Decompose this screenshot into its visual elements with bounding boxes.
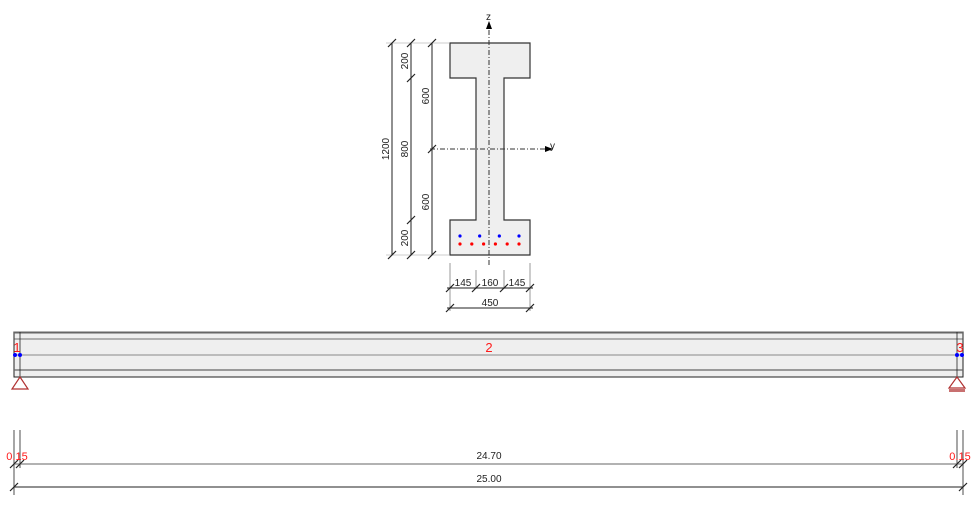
rebar-bottom (493, 242, 497, 246)
rebar-bottom (505, 242, 509, 246)
z-axis-label: z (486, 12, 491, 23)
dimension-tick (958, 459, 968, 469)
member-label-2: 2 (485, 340, 492, 355)
dimension-tick (471, 283, 481, 293)
dimension-tick (445, 303, 455, 313)
beam-elevation: 1 2 3 (10, 331, 967, 392)
beam-dimensions (9, 430, 968, 495)
dimension-tick (387, 38, 397, 48)
roller-support-icon[interactable] (947, 375, 967, 392)
horizontal-dimensions (445, 263, 535, 313)
rebars (458, 234, 521, 246)
dimension-tick (952, 459, 962, 469)
dimension-tick (427, 144, 437, 154)
rebar-bottom (517, 242, 521, 246)
node-1[interactable] (13, 353, 22, 357)
dim-span: 24.70 (476, 451, 501, 462)
node-3[interactable] (955, 353, 964, 357)
dim-right-offset: 0.15 (949, 451, 970, 463)
dim-200-top: 200 (400, 52, 411, 69)
dim-145-left: 145 (455, 278, 472, 289)
dimension-tick (427, 250, 437, 260)
dimension-tick (406, 38, 416, 48)
dimension-tick (15, 459, 25, 469)
node-label-3: 3 (956, 340, 963, 355)
dim-1200: 1200 (381, 137, 392, 160)
rebar-top (478, 234, 482, 238)
rebar-top (517, 234, 521, 238)
dim-200-bottom: 200 (400, 229, 411, 246)
dim-left-offset: 0.15 (6, 451, 27, 463)
dimension-tick (406, 73, 416, 83)
dimension-tick (427, 38, 437, 48)
dimension-tick (525, 283, 535, 293)
cross-section: z y 1200 200 800 200 600 600 145 (381, 12, 555, 313)
dimension-tick (958, 482, 968, 492)
dimension-tick (525, 303, 535, 313)
dimension-tick (499, 283, 509, 293)
pinned-support-icon[interactable] (10, 375, 30, 390)
dim-160: 160 (482, 278, 499, 289)
rebar-top (497, 234, 501, 238)
rebar-top (458, 234, 462, 238)
dimension-tick (387, 250, 397, 260)
dim-450: 450 (482, 298, 499, 309)
rebar-bottom (470, 242, 474, 246)
y-axis-label: y (550, 141, 555, 152)
rebar-bottom (458, 242, 462, 246)
dim-total-length: 25.00 (476, 474, 501, 485)
node-label-1: 1 (13, 340, 20, 355)
dimension-tick (406, 215, 416, 225)
dimension-tick (445, 283, 455, 293)
vertical-dimensions (386, 38, 450, 260)
dimension-tick (406, 250, 416, 260)
rebar-bottom (482, 242, 486, 246)
dim-800: 800 (400, 140, 411, 157)
dim-145-right: 145 (509, 278, 526, 289)
dim-600-bottom: 600 (421, 193, 432, 210)
dimension-tick (9, 459, 19, 469)
dim-600-top: 600 (421, 87, 432, 104)
dimension-tick (9, 482, 19, 492)
